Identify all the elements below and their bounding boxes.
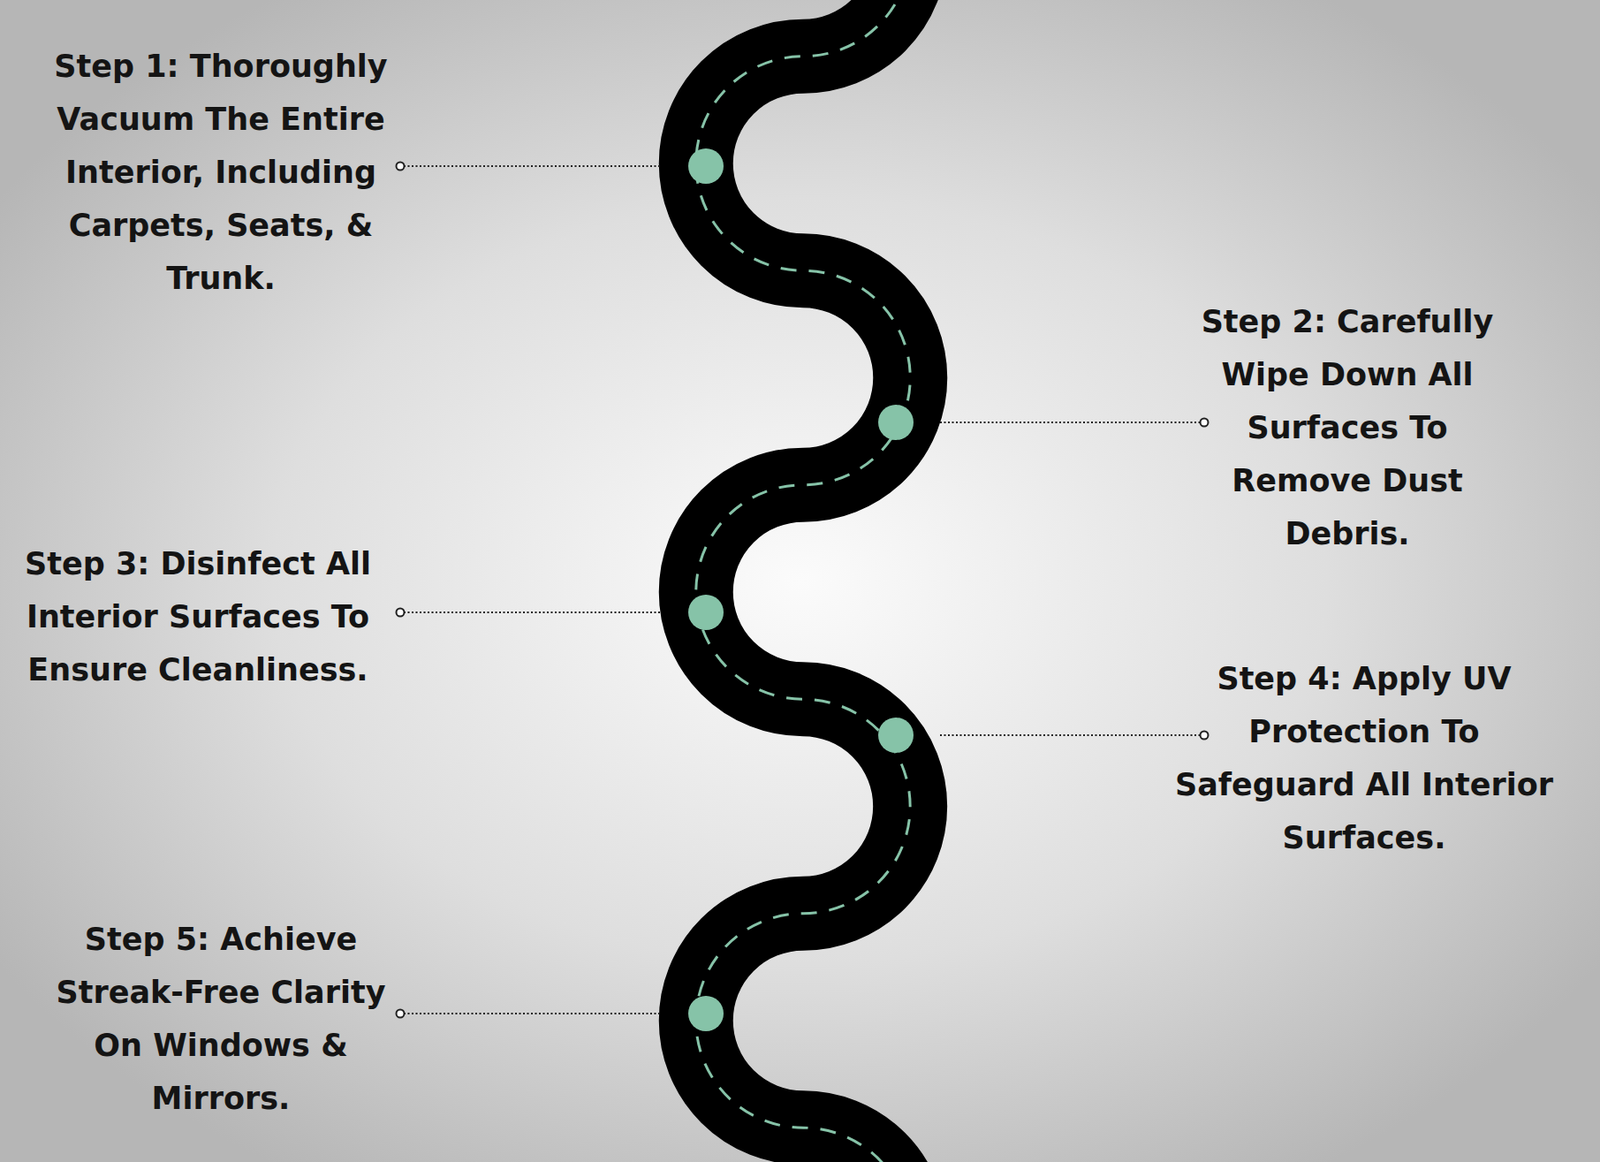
step-dot (688, 148, 724, 184)
leader-end (1200, 731, 1209, 740)
leader-lines (396, 162, 1209, 1018)
step-label: Step 4: Apply UV Protection To Safeguard… (1156, 652, 1572, 865)
step-dot (878, 717, 914, 753)
leader-end (1200, 418, 1209, 427)
step-dot (688, 594, 724, 630)
leader-end (396, 608, 405, 617)
step-label: Step 2: Carefully Wipe Down All Surfaces… (1179, 295, 1516, 561)
road-surface (696, 0, 911, 1162)
step-label: Step 3: Disinfect All Interior Surfaces … (5, 537, 391, 697)
winding-road (688, 0, 914, 1162)
step-label: Step 1: Thoroughly Vacuum The Entire Int… (30, 39, 411, 305)
leader-line (403, 611, 660, 614)
leader-line (940, 734, 1201, 736)
leader-end (396, 1009, 405, 1018)
step-dot (878, 404, 914, 440)
step-dot (688, 995, 724, 1032)
road-centerline (696, 0, 911, 1162)
leader-end (396, 162, 405, 171)
step-label: Step 5: Achieve Streak-Free Clarity On W… (30, 912, 411, 1125)
leader-line (403, 165, 660, 167)
leader-line (940, 421, 1201, 424)
leader-line (403, 1012, 660, 1015)
